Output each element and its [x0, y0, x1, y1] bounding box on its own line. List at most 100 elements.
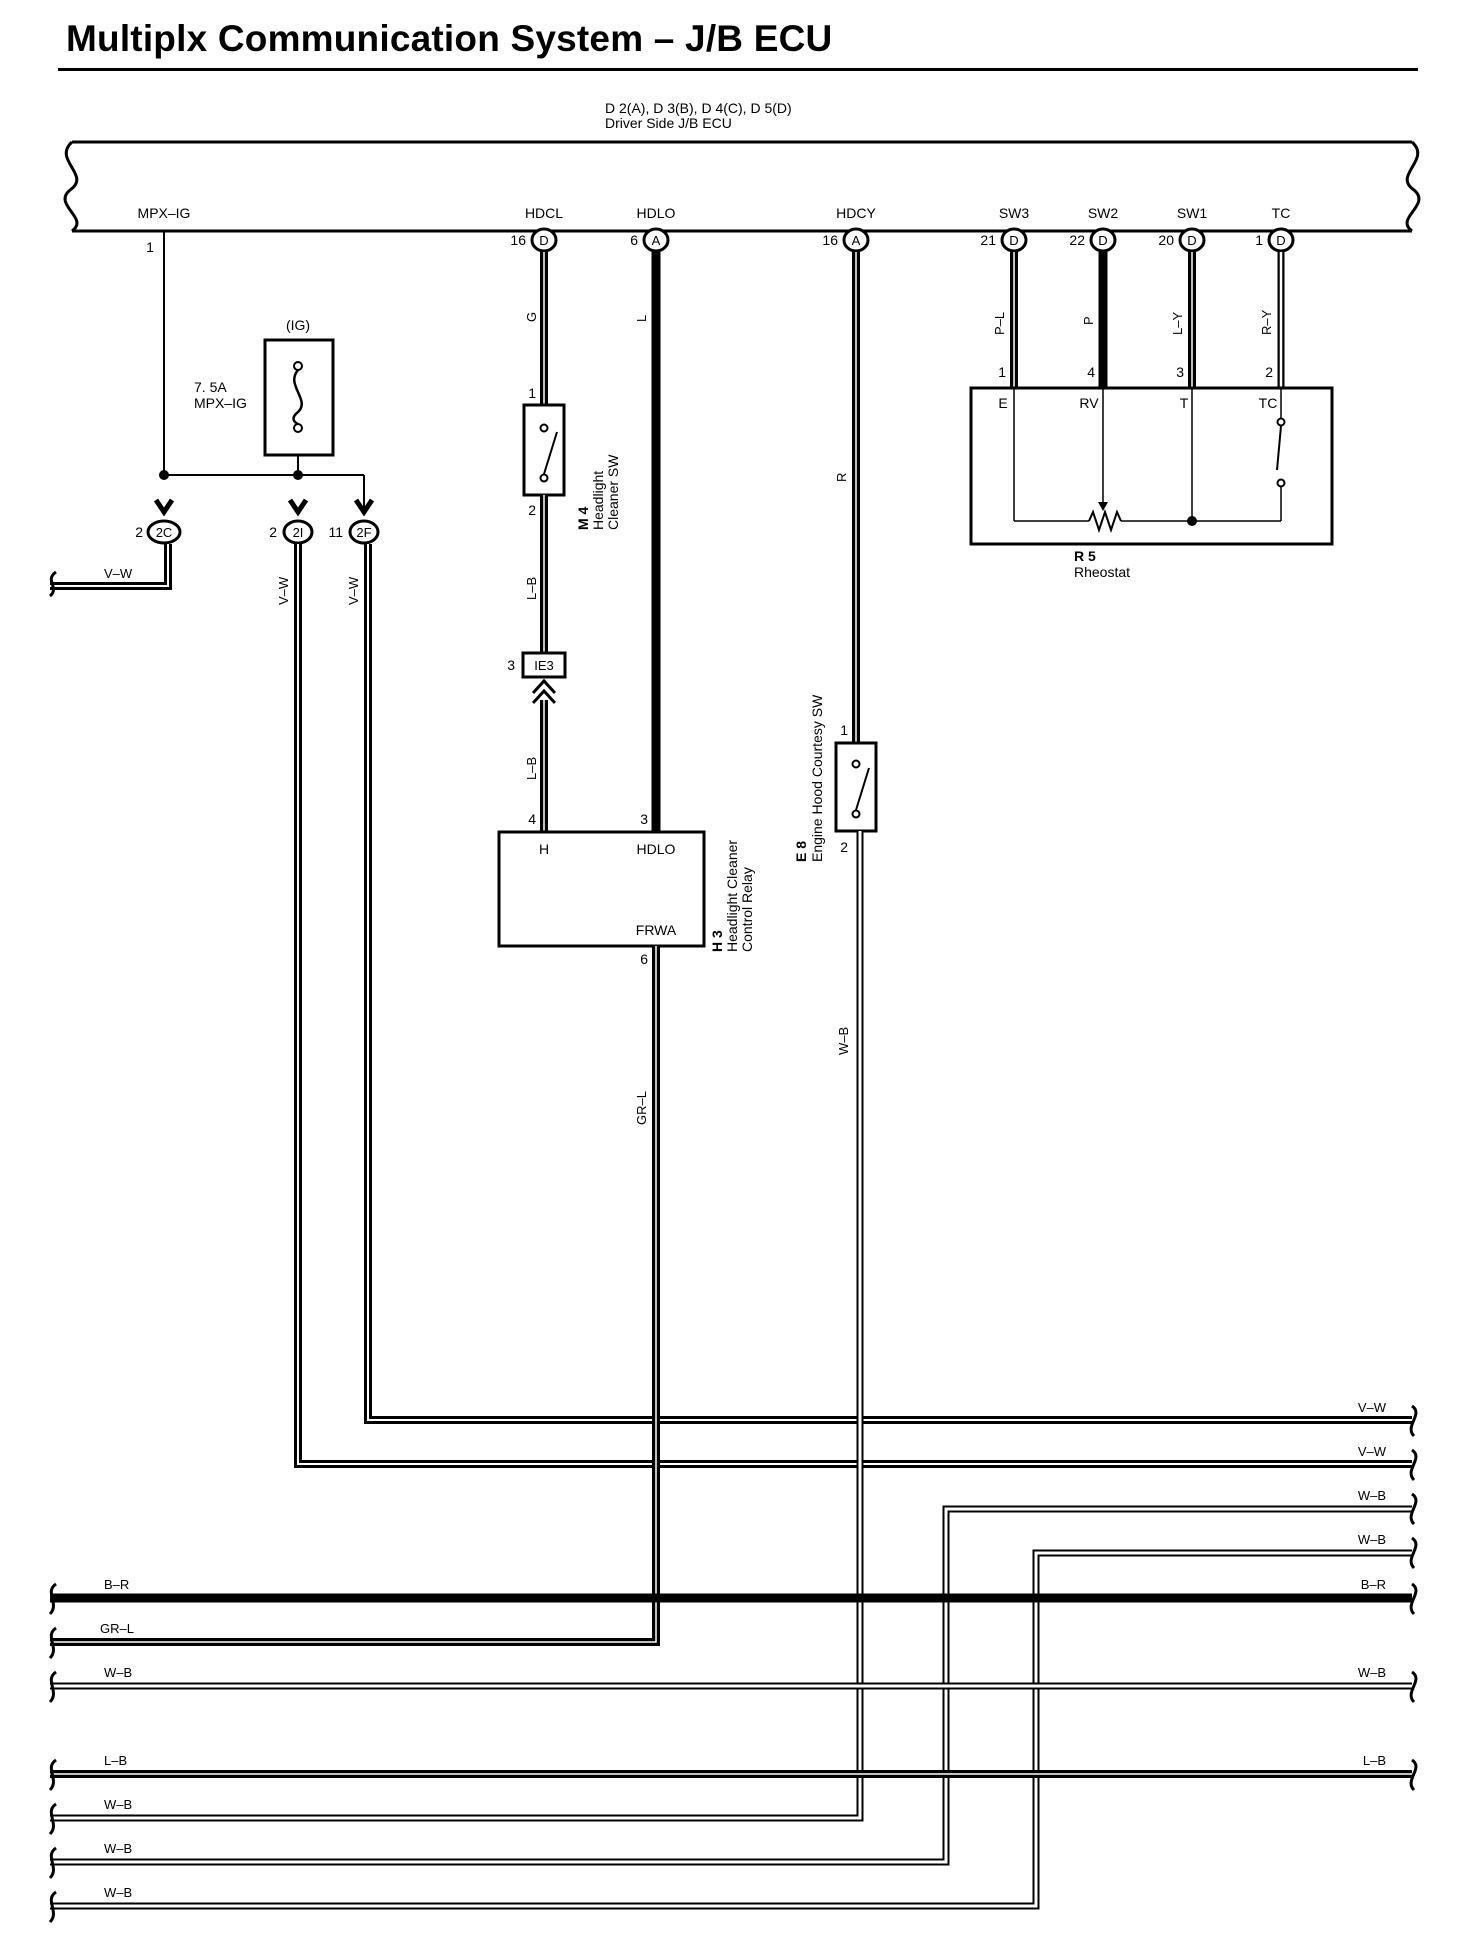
conn-sw1: D [1187, 233, 1196, 248]
page-title: Multiplx Communication System – J/B ECU [66, 18, 833, 59]
label-ly: L–Y [1170, 312, 1185, 335]
hood-name: Engine Hood Courtesy SW [809, 694, 825, 862]
hood-pin-top: 1 [840, 722, 848, 738]
label-p: P [1081, 316, 1096, 325]
bus-label-left-3: L–B [104, 1753, 127, 1768]
hcsw-pin-top: 1 [528, 385, 536, 401]
pin-sw2: 22 [1069, 232, 1085, 248]
wire-vw-2i [294, 544, 1412, 1468]
relay-ref: H 3 [709, 930, 725, 952]
label-pl: P–L [992, 312, 1007, 335]
label-lb-upper: L–B [524, 577, 539, 600]
term-name-sw1: SW1 [1177, 205, 1208, 221]
label-ry: R–Y [1259, 309, 1274, 335]
ecu-connector-hdlo: 6 A [630, 227, 670, 253]
term-name-tc: TC [1272, 205, 1291, 221]
fuse-group: (IG) [286, 317, 310, 333]
term-name-mpx: MPX–IG [138, 205, 191, 221]
conn-hdcy: A [852, 233, 861, 248]
jc-2f-pin: 11 [328, 524, 343, 540]
label-vw-2f: V–W [346, 576, 361, 605]
jc-2i-pin: 2 [269, 524, 277, 540]
label-g: G [524, 312, 539, 322]
pin-hdcl: 16 [510, 232, 526, 248]
bus-wb-right-2 [50, 1549, 1412, 1910]
headlight-cleaner-relay [497, 830, 706, 948]
rheostat-name: Rheostat [1074, 564, 1130, 580]
fuse-rating: 7. 5A [194, 379, 227, 395]
wire-mpx-ig [159, 231, 365, 510]
conn-hdcl: D [539, 233, 548, 248]
pin-mpx: 1 [146, 239, 154, 255]
conn-hdlo: A [652, 233, 661, 248]
ecu-connector-sw2: 22 D [1069, 227, 1117, 253]
wire-wb-hood [50, 831, 864, 1822]
term-name-hdlo: HDLO [637, 205, 676, 221]
term-name-hdcy: HDCY [836, 205, 876, 221]
relay-pin-frwa: 6 [640, 951, 648, 967]
hood-courtesy-switch-icon [834, 741, 878, 833]
bus-label-left-0: B–R [104, 1577, 129, 1592]
jc-2f-label: 2F [356, 525, 371, 540]
bus-label-left-2: W–B [104, 1665, 132, 1680]
rh-term-e: E [998, 395, 1007, 411]
label-r: R [834, 473, 849, 482]
relay-pin-h: 4 [528, 811, 536, 827]
relay-term-hdlo: HDLO [637, 841, 676, 857]
conn-sw3: D [1009, 233, 1018, 248]
label-grl: GR–L [634, 1091, 649, 1125]
label-vw-left: V–W [104, 566, 133, 581]
pin-hdlo: 6 [630, 232, 638, 248]
ie3-pin: 3 [507, 657, 515, 673]
relay-term-h: H [539, 841, 549, 857]
headlight-cleaner-switch-icon [522, 403, 566, 497]
rheostat-ref: R 5 [1074, 548, 1096, 564]
fuse-icon [263, 338, 335, 457]
jc-2c-label: 2C [156, 525, 173, 540]
junction-2c: 2 2C [135, 498, 182, 545]
ecu-connector-hdcl: 16 D [510, 227, 558, 253]
label-l: L [634, 315, 649, 322]
ecu-connector-hdcy: 16 A [822, 227, 870, 253]
left-break-marks [48, 1582, 58, 1924]
ecu-connector-tc: 1 D [1255, 227, 1295, 253]
hcsw-name-1: Headlight [590, 471, 606, 530]
term-name-sw2: SW2 [1088, 205, 1119, 221]
hcsw-ref: M 4 [575, 506, 591, 530]
wire-vw-2c [48, 544, 172, 598]
rh-pin-e: 1 [998, 364, 1006, 380]
ecu-name: Driver Side J/B ECU [605, 115, 732, 131]
ecu-block [63, 140, 1421, 233]
ie3-label: IE3 [534, 658, 554, 673]
relay-term-frwa: FRWA [636, 922, 677, 938]
pin-hdcy: 16 [822, 232, 838, 248]
bus-label-right-1: V–W [1358, 1444, 1387, 1459]
bus-label-left-5: W–B [104, 1841, 132, 1856]
jc-2c-pin: 2 [135, 524, 143, 540]
rheostat-block [969, 386, 1334, 546]
pin-tc: 1 [1255, 232, 1263, 248]
label-lb-lower: L–B [524, 757, 539, 780]
label-wb-hood: W–B [836, 1027, 851, 1055]
hood-pin-bottom: 2 [840, 839, 848, 855]
bus-label-right-6: L–B [1363, 1753, 1386, 1768]
jc-2i-label: 2I [293, 525, 304, 540]
term-name-hdcl: HDCL [525, 205, 563, 221]
ecu-ref: D 2(A), D 3(B), D 4(C), D 5(D) [605, 100, 792, 116]
rh-pin-tc: 2 [1265, 364, 1273, 380]
bus-label-right-5: W–B [1358, 1665, 1386, 1680]
wire-vw-2f [364, 544, 1412, 1424]
ie3-connector: IE3 [521, 651, 567, 705]
rh-term-tc: TC [1259, 395, 1278, 411]
hcsw-pin-bottom: 2 [528, 502, 536, 518]
pin-sw1: 20 [1158, 232, 1174, 248]
hood-ref: E 8 [793, 841, 809, 862]
bus-label-right-0: V–W [1358, 1400, 1387, 1415]
junction-2f: 11 2F [328, 498, 380, 545]
bus-label-right-3: W–B [1358, 1532, 1386, 1547]
ecu-connector-sw1: 20 D [1158, 227, 1206, 253]
bus-label-right-2: W–B [1358, 1488, 1386, 1503]
right-break-marks [1409, 1404, 1418, 1792]
fuse-name: MPX–IG [194, 395, 247, 411]
